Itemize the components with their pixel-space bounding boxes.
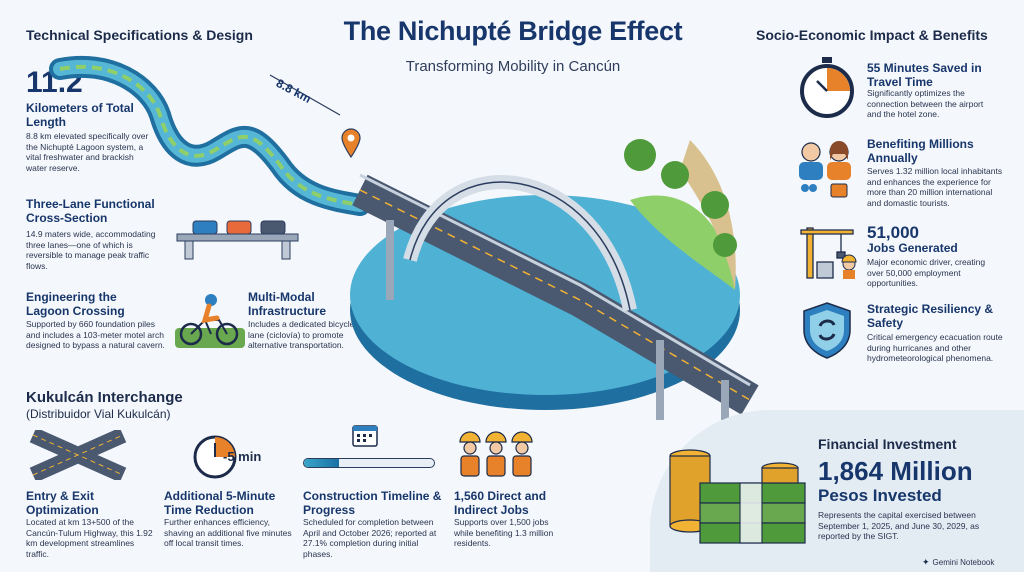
benefiting-title: Benefiting Millions Annually xyxy=(867,137,974,165)
time-saved-desc: Significantly optimizes the connection b… xyxy=(867,88,984,120)
sparkle-icon: ✦ xyxy=(922,557,930,567)
time-reduction-badge: -5 min xyxy=(223,449,262,464)
resiliency-desc: Critical emergency ecacuation route duri… xyxy=(867,332,1003,364)
cross-section-title: Three-Lane Functional Cross-Section xyxy=(26,197,155,225)
financial-number: 1,864 Million xyxy=(818,456,973,486)
time-reduction-title: Additional 5-Minute Time Reduction xyxy=(164,489,276,517)
construction-progress-fill xyxy=(304,459,340,467)
interchange-jobs-title: 1,560 Direct and Indirect Jobs xyxy=(454,489,547,517)
footer-brand-text: Gemini Notebook xyxy=(932,558,995,567)
time-saved-title: 55 Minutes Saved in Travel Time xyxy=(867,61,982,89)
calendar-icon xyxy=(352,425,378,447)
construction-progress-bar xyxy=(303,458,435,468)
shield-icon xyxy=(803,302,851,359)
timeline-desc: Scheduled for completion between April a… xyxy=(303,517,437,559)
workers-icon xyxy=(459,431,533,477)
financial-title: Financial Investment xyxy=(818,436,957,452)
financial-unit: Pesos Invested xyxy=(818,486,942,505)
crane-icon xyxy=(800,227,857,279)
technical-section-title: Technical Specifications & Design xyxy=(26,27,253,43)
entry-exit-desc: Located at km 13+500 of the Cancún-Tulum… xyxy=(26,517,153,559)
money-stack-illustration xyxy=(669,449,806,544)
resiliency-title: Strategic Resiliency & Safety xyxy=(867,302,994,330)
cyclist-icon xyxy=(175,294,245,348)
lagoon-desc: Supported by 660 foundation piles and in… xyxy=(26,319,165,351)
cross-section-desc: 14.9 maters wide, accommodating three la… xyxy=(26,229,156,271)
entry-exit-title: Entry & Exit Optimization xyxy=(26,489,99,517)
jobs-generated-title: Jobs Generated xyxy=(867,241,958,255)
timer-icon xyxy=(193,435,237,479)
length-title: Kilometers of Total Length xyxy=(26,101,134,129)
length-desc: 8.8 km elevated specifically over the Ni… xyxy=(26,131,149,173)
page-title: The Nichupté Bridge Effect xyxy=(343,16,683,46)
interchange-jobs-desc: Supports over 1,500 jobs while benefitin… xyxy=(454,517,554,549)
jobs-generated-number: 51,000 xyxy=(867,223,919,242)
interchange-icon xyxy=(29,430,127,480)
three-lane-deck-illustration xyxy=(176,220,299,260)
page-subtitle: Transforming Mobility in Cancún xyxy=(405,58,621,75)
lagoon-title: Engineering the Lagoon Crossing xyxy=(26,290,125,318)
multimodal-desc: Includes a dedicated bicycle lane (ciclo… xyxy=(248,319,355,351)
benefiting-desc: Serves 1.32 million local inhabitants an… xyxy=(867,166,1003,208)
socioeconomic-section-title: Socio-Economic Impact & Benefits xyxy=(756,27,988,43)
timeline-title: Construction Timeline & Progress xyxy=(303,489,442,517)
bridge-illustration xyxy=(350,139,759,420)
footer-brand: ✦ Gemini Notebook xyxy=(922,557,994,568)
people-icon xyxy=(799,141,851,198)
multimodal-title: Multi-Modal Infrastructure xyxy=(248,290,327,318)
stopwatch-icon xyxy=(800,57,854,118)
jobs-generated-desc: Major economic driver, creating over 50,… xyxy=(867,257,986,289)
interchange-subtitle: (Distribuidor Vial Kukulcán) xyxy=(26,407,171,421)
time-reduction-desc: Further enhances efficiency, shaving an … xyxy=(164,517,292,549)
financial-desc: Represents the capital exercised between… xyxy=(818,510,980,542)
location-pin-icon xyxy=(341,128,361,158)
road-ribbon-illustration xyxy=(49,55,371,216)
interchange-title: Kukulcán Interchange xyxy=(26,389,183,406)
